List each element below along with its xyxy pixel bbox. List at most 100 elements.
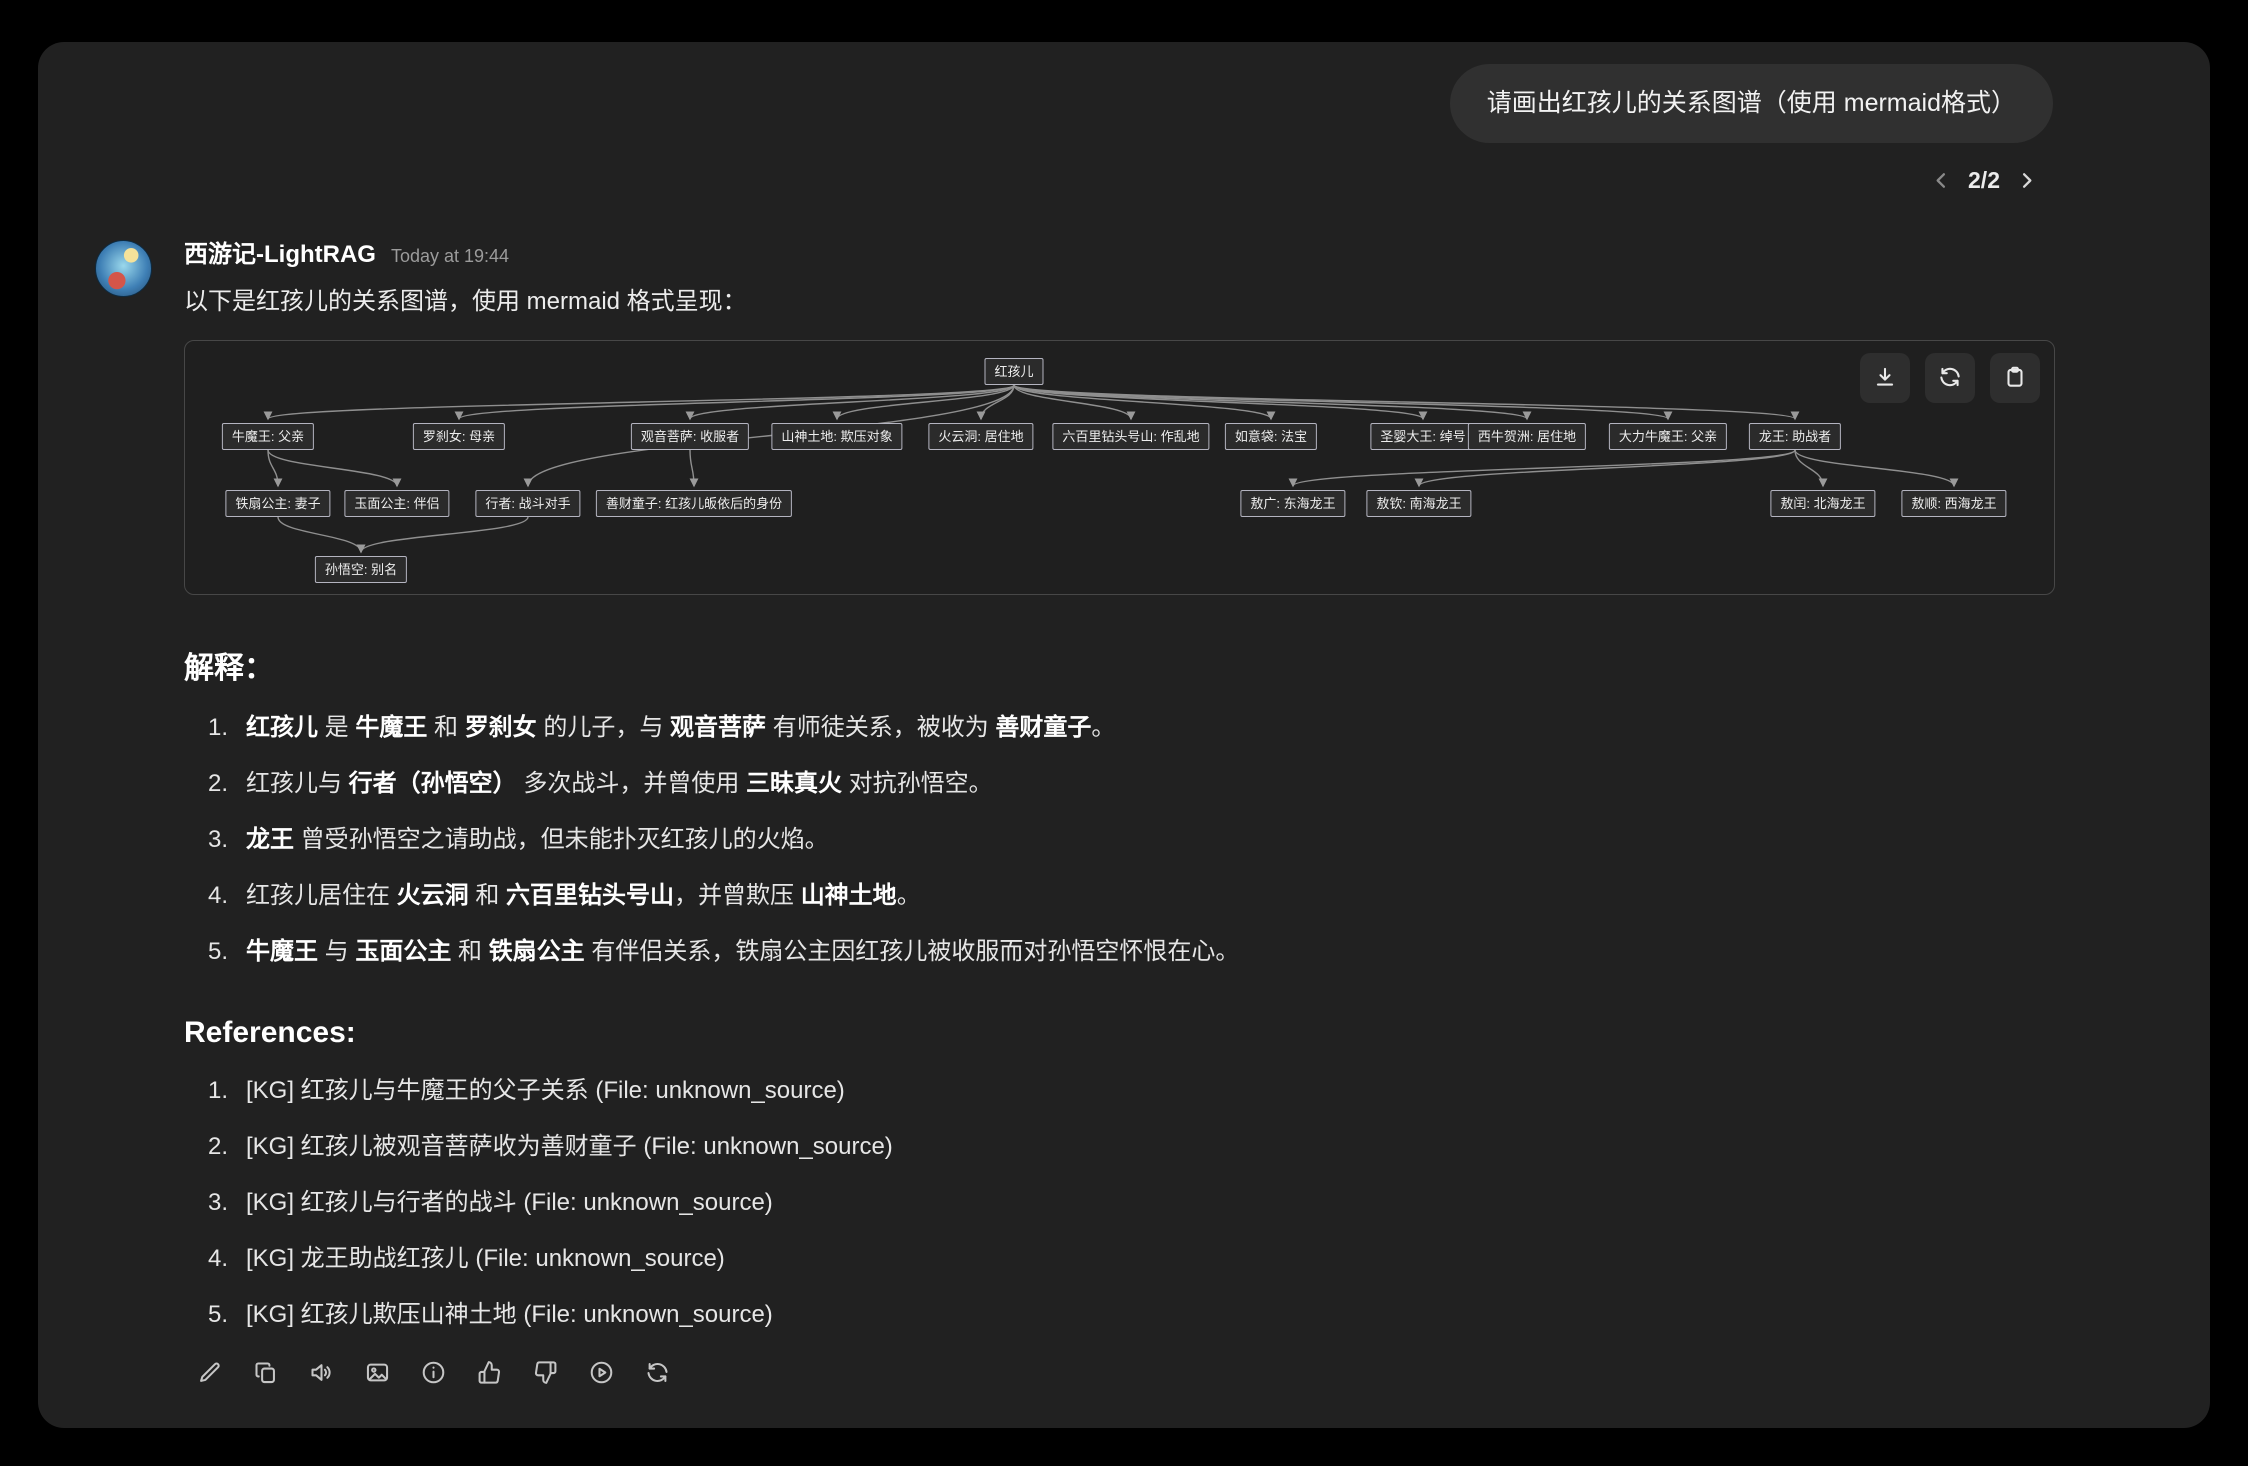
- diagram-node-aoqin: 敖钦: 南海龙王: [1366, 490, 1472, 517]
- explanation-item: 4.红孩儿居住在 火云洞 和 六百里钻头号山，并曾欺压 山神土地。: [184, 879, 2055, 912]
- assistant-message: 西游记-LightRAG Today at 19:44 以下是红孩儿的关系图谱，…: [38, 194, 2210, 1389]
- download-diagram-button[interactable]: [1860, 353, 1910, 403]
- reference-item: 5. [KG] 红孩儿欺压山神土地 (File: unknown_source): [184, 1298, 2055, 1331]
- reference-item: 3. [KG] 红孩儿与行者的战斗 (File: unknown_source): [184, 1186, 2055, 1219]
- diagram-edge: [1013, 384, 1276, 421]
- refresh-icon: [1937, 364, 1963, 393]
- reference-item: 1.[KG] 红孩儿与牛魔王的父子关系 (File: unknown_sourc…: [184, 1074, 2055, 1107]
- explanation-heading: 解释：: [184, 652, 274, 685]
- diagram-node-huoyundong: 火云洞: 居住地: [928, 423, 1034, 450]
- list-text: 龙王 曾受孙悟空之请助战，但未能扑灭红孩儿的火焰。: [246, 826, 829, 853]
- reference-item: 4. [KG] 龙王助战红孩儿 (File: unknown_source): [184, 1242, 2055, 1275]
- diagram-edge: [1013, 384, 1800, 421]
- list-text: [KG] 红孩儿与行者的战斗 (File: unknown_source): [246, 1189, 773, 1216]
- diagram-edge: [1414, 449, 1796, 488]
- explanation-list: 1. 红孩儿 是 牛魔王 和 罗刹女 的儿子，与 观音菩萨 有师徒关系，被收为 善…: [184, 711, 2055, 968]
- diagram-edge: [832, 384, 1015, 421]
- diagram-node-yumian: 玉面公主: 伴侣: [344, 490, 450, 517]
- list-text: 红孩儿与 行者（孙悟空） 多次战斗，并曾使用 三昧真火 对抗孙悟空。: [246, 770, 993, 797]
- assistant-message-content: 西游记-LightRAG Today at 19:44 以下是红孩儿的关系图谱，…: [184, 234, 2055, 1389]
- list-number: 5.: [207, 1301, 228, 1328]
- diagram-node-aoshun: 敖顺: 西海龙王: [1901, 490, 2007, 517]
- user-message-row: 请画出红孩儿的关系图谱（使用 mermaid格式）: [38, 42, 2210, 143]
- user-message-bubble: 请画出红孩儿的关系图谱（使用 mermaid格式）: [1449, 64, 2053, 143]
- diagram-node-sunwukong: 孙悟空: 别名: [314, 556, 408, 583]
- refresh-diagram-button[interactable]: [1925, 353, 1975, 403]
- list-text: [KG] 红孩儿与牛魔王的父子关系 (File: unknown_source): [246, 1077, 845, 1104]
- diagram-node-tieshan: 铁扇公主: 妻子: [225, 490, 331, 517]
- diagram-edge: [1794, 449, 1959, 488]
- diagram-node-honghaier: 红孩儿: [984, 358, 1044, 385]
- copy-diagram-button[interactable]: [1990, 353, 2040, 403]
- diagram-edge: [267, 449, 402, 488]
- thumbs-down-button[interactable]: [532, 1359, 559, 1389]
- regenerate-button[interactable]: [644, 1359, 671, 1389]
- diagram-edge: [685, 384, 1015, 421]
- list-number: 4.: [207, 1245, 228, 1272]
- list-number: 3.: [207, 1189, 228, 1216]
- diagram-node-shengyingdawang: 圣婴大王: 绰号: [1370, 423, 1476, 450]
- user-message-text: 请画出红孩儿的关系图谱（使用 mermaid格式）: [1486, 89, 2016, 117]
- message-pagination: 2/2: [38, 143, 2210, 194]
- diagram-toolbar: [1860, 353, 2040, 403]
- diagram-edge: [356, 516, 529, 554]
- message-actions: [184, 1359, 2055, 1389]
- diagram-node-xingzhe: 行者: 战斗对手: [475, 490, 581, 517]
- explanation-item: 2. 红孩儿与 行者（孙悟空） 多次战斗，并曾使用 三昧真火 对抗孙悟空。: [184, 767, 2055, 800]
- list-number: 1.: [207, 714, 228, 741]
- read-aloud-button[interactable]: [308, 1359, 335, 1389]
- diagram-node-luoshanv: 罗刹女: 母亲: [412, 423, 506, 450]
- diagram-node-shancai: 善财童子: 红孩儿皈依后的身份: [595, 490, 793, 517]
- diagram-edge: [277, 516, 366, 554]
- explanation-item: 1. 红孩儿 是 牛魔王 和 罗刹女 的儿子，与 观音菩萨 有师徒关系，被收为 善…: [184, 711, 2055, 744]
- assistant-name: 西游记-LightRAG: [184, 241, 376, 268]
- thumbs-up-icon: [476, 1359, 503, 1389]
- diagram-node-shanshentudi: 山神土地: 欺压对象: [771, 423, 903, 450]
- message-timestamp: Today at 19:44: [390, 246, 510, 266]
- next-page-icon[interactable]: [2015, 169, 2038, 192]
- diagram-node-longwang: 龙王: 助战者: [1748, 423, 1842, 450]
- regenerate-icon: [644, 1359, 671, 1389]
- diagram-edges: [263, 384, 1959, 554]
- list-number: 2.: [207, 770, 228, 797]
- diagram-edge: [267, 449, 283, 488]
- assistant-intro-text: 以下是红孩儿的关系图谱，使用 mermaid 格式呈现：: [184, 288, 747, 315]
- download-icon: [1872, 364, 1898, 393]
- list-text: 红孩儿 是 牛魔王 和 罗刹女 的儿子，与 观音菩萨 有师徒关系，被收为 善财童…: [246, 714, 1116, 741]
- explanation-item: 5. 牛魔王 与 玉面公主 和 铁扇公主 有伴侣关系，铁扇公主因红孩儿被收服而对孙…: [184, 935, 2055, 968]
- speaker-icon: [308, 1359, 335, 1389]
- diagram-nodes: 红孩儿牛魔王: 父亲罗刹女: 母亲观音菩萨: 收服者山神土地: 欺压对象火云洞:…: [185, 341, 2054, 594]
- diagram-edge: [454, 384, 1015, 421]
- diagram-edge: [1288, 449, 1796, 488]
- info-button[interactable]: [420, 1359, 447, 1389]
- list-number: 3.: [207, 826, 228, 853]
- diagram-edge: [1013, 384, 1532, 421]
- list-text: 牛魔王 与 玉面公主 和 铁扇公主 有伴侣关系，铁扇公主因红孩儿被收服而对孙悟空…: [246, 938, 1240, 965]
- chat-panel: 请画出红孩儿的关系图谱（使用 mermaid格式） 2/2 西游记-LightR…: [38, 42, 2210, 1428]
- thumbs-up-button[interactable]: [476, 1359, 503, 1389]
- diagram-edge: [1013, 384, 1428, 421]
- message-header: 西游记-LightRAG Today at 19:44: [184, 234, 2055, 269]
- list-number: 5.: [207, 938, 228, 965]
- diagram-node-aorun: 敖闰: 北海龙王: [1770, 490, 1876, 517]
- diagram-node-zuantoushan: 六百里钻头号山: 作乱地: [1052, 423, 1210, 450]
- diagram-node-ruyidai: 如意袋: 法宝: [1224, 423, 1318, 450]
- prev-page-icon[interactable]: [1930, 169, 1953, 192]
- edit-button[interactable]: [196, 1359, 223, 1389]
- copy-message-button[interactable]: [252, 1359, 279, 1389]
- image-button[interactable]: [364, 1359, 391, 1389]
- diagram-edge: [1794, 449, 1828, 488]
- diagram-node-xiniuhezhou: 西牛贺洲: 居住地: [1467, 423, 1587, 450]
- mermaid-diagram: 红孩儿牛魔王: 父亲罗刹女: 母亲观音菩萨: 收服者山神土地: 欺压对象火云洞:…: [184, 340, 2055, 595]
- diagram-edge: [1013, 384, 1136, 421]
- diagram-node-niumowang: 牛魔王: 父亲: [221, 423, 315, 450]
- list-text: [KG] 龙王助战红孩儿 (File: unknown_source): [246, 1245, 725, 1272]
- diagram-node-aoguang: 敖广: 东海龙王: [1240, 490, 1346, 517]
- diagram-edge: [689, 449, 699, 488]
- avatar: [95, 240, 152, 297]
- list-text: [KG] 红孩儿欺压山神土地 (File: unknown_source): [246, 1301, 773, 1328]
- diagram-node-dainiumowang: 大力牛魔王: 父亲: [1608, 423, 1728, 450]
- list-number: 2.: [207, 1133, 228, 1160]
- clipboard-icon: [2002, 364, 2028, 393]
- play-button[interactable]: [588, 1359, 615, 1389]
